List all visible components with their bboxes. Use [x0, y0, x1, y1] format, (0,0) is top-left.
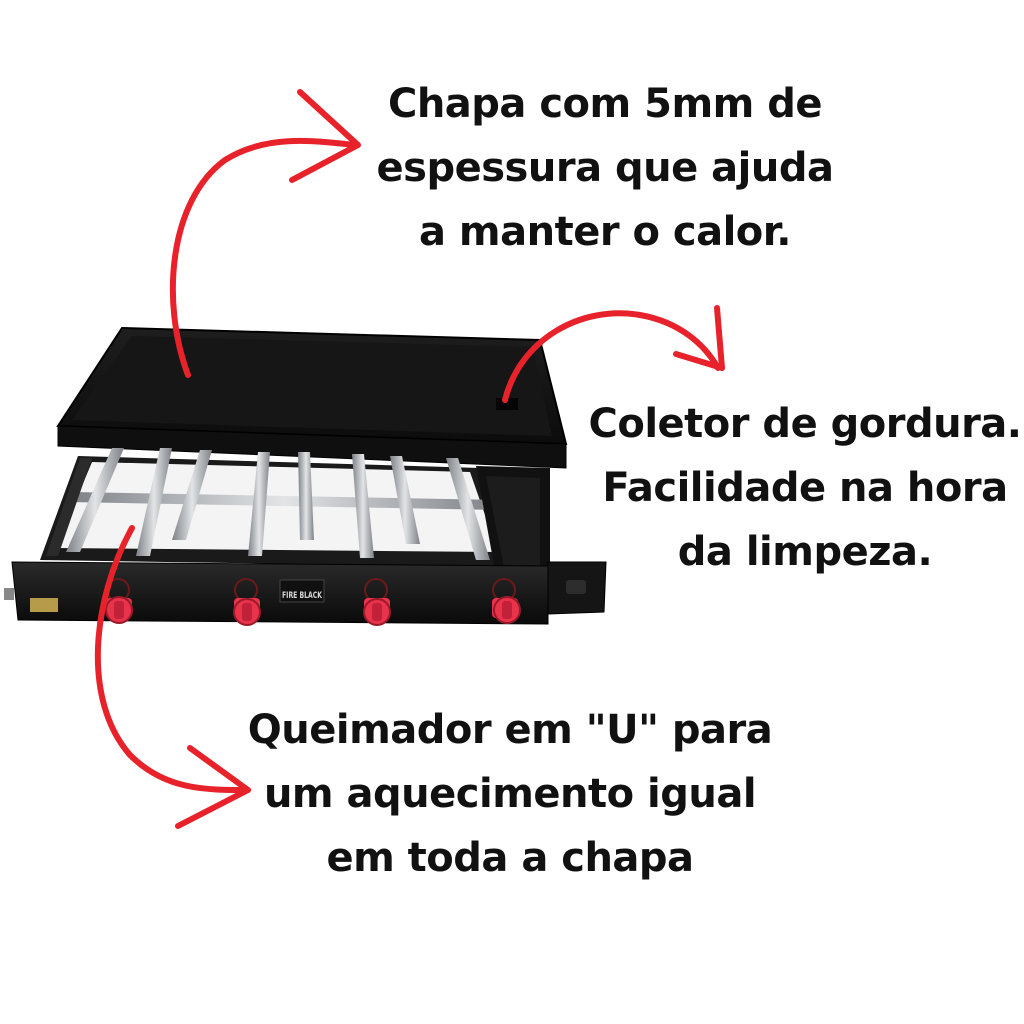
control-knob-icon — [492, 578, 521, 624]
control-knob-icon — [105, 578, 133, 624]
caption-u-burner: Queimador em "U" para um aquecimento igu… — [245, 698, 775, 890]
caption-line: em toda a chapa — [326, 835, 694, 881]
caption-line: espessura que ajuda — [376, 145, 834, 191]
control-knob-icon — [233, 578, 261, 626]
caption-line: a manter o calor. — [419, 209, 792, 255]
brand-badge: FIRE BLACK — [279, 579, 325, 603]
control-knob-icon — [363, 578, 391, 626]
caption-line: Chapa com 5mm de — [387, 81, 823, 127]
grease-slot — [496, 398, 518, 410]
caption-line: Facilidade na hora — [602, 465, 1008, 511]
caption-line: Coletor de gordura. — [588, 401, 1022, 447]
caption-line: da limpeza. — [677, 529, 933, 575]
brand-badge-text: FIRE BLACK — [282, 591, 323, 601]
info-label — [30, 598, 58, 612]
front-control-panel: FIRE BLACK — [4, 561, 607, 625]
caption-line: um aquecimento igual — [263, 771, 757, 817]
curved-arrow-icon — [94, 525, 251, 829]
grease-collector-drawer — [476, 466, 550, 598]
caption-line: Queimador em "U" para — [247, 707, 773, 753]
griddle-plate — [56, 326, 568, 469]
caption-plate-thickness: Chapa com 5mm de espessura que ajuda a m… — [365, 72, 845, 264]
curved-arrow-icon — [169, 89, 361, 378]
burner-frame — [40, 448, 548, 568]
curved-arrow-icon — [502, 305, 725, 403]
caption-grease-collector: Coletor de gordura. Facilidade na hora d… — [575, 392, 1024, 584]
